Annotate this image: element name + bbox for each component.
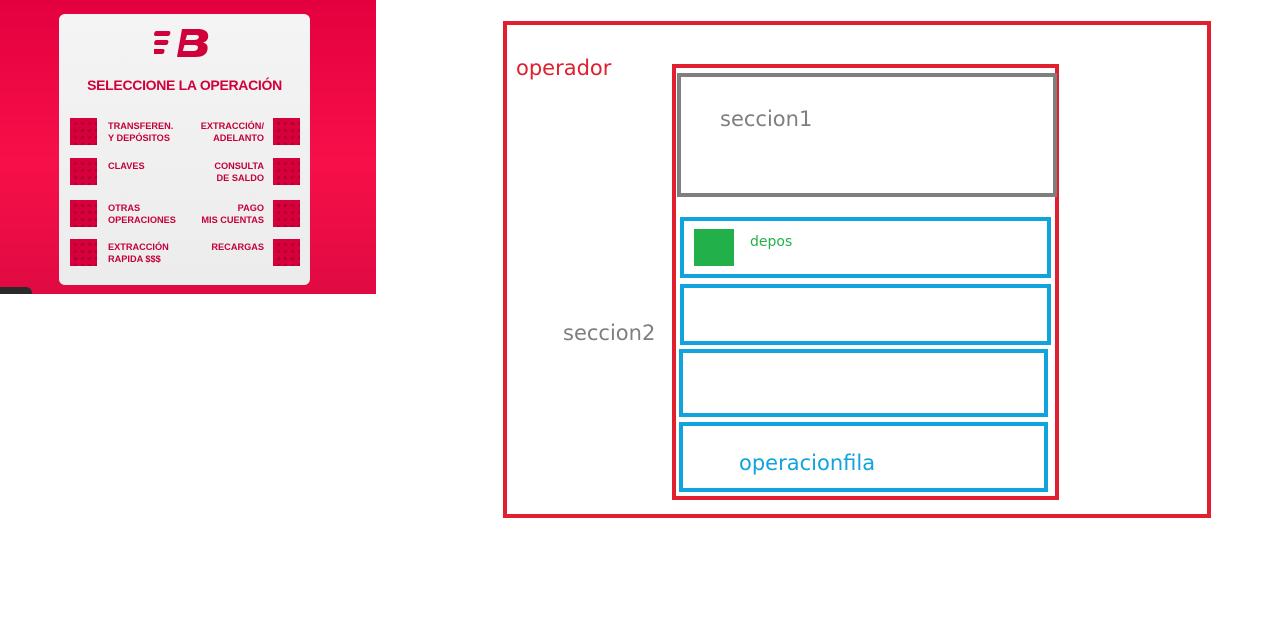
option-key-icon[interactable] bbox=[70, 158, 97, 185]
option-key-icon[interactable] bbox=[70, 118, 97, 145]
option-key-icon[interactable] bbox=[273, 239, 300, 266]
operacionfila-row bbox=[679, 349, 1048, 417]
depos-icon bbox=[694, 229, 734, 266]
operacionfila-row bbox=[679, 422, 1048, 492]
seccion2-container bbox=[672, 64, 1059, 500]
atm-title: SELECCIONE LA OPERACIÓN bbox=[87, 77, 282, 93]
atm-screenshot: SELECCIONE LA OPERACIÓN TRANSFEREN.Y DEP… bbox=[0, 0, 376, 294]
atm-option-extraccion-adelanto[interactable]: EXTRACCIÓN/ADELANTO bbox=[59, 118, 310, 146]
operacionfila-label: operacionfila bbox=[739, 451, 876, 475]
video-control-corner bbox=[0, 287, 32, 294]
atm-option-claves[interactable]: CLAVES bbox=[59, 158, 310, 186]
operador-label: operador bbox=[516, 56, 612, 80]
operador-container bbox=[503, 21, 1211, 518]
option-key-icon[interactable] bbox=[70, 200, 97, 227]
operacionfila-row bbox=[680, 284, 1051, 345]
option-key-icon[interactable] bbox=[273, 158, 300, 185]
option-key-icon[interactable] bbox=[273, 200, 300, 227]
operacionfila-row bbox=[680, 217, 1051, 278]
option-key-icon[interactable] bbox=[273, 118, 300, 145]
atm-option-recargas[interactable]: RECARGAS bbox=[59, 239, 310, 267]
atm-option-transferencias[interactable]: TRANSFEREN.Y DEPÓSITOS bbox=[59, 118, 310, 146]
atm-menu-panel: SELECCIONE LA OPERACIÓN TRANSFEREN.Y DEP… bbox=[59, 14, 310, 285]
depos-label: depos bbox=[750, 234, 793, 250]
seccion1-label: seccion1 bbox=[720, 107, 813, 131]
seccion2-label: seccion2 bbox=[563, 321, 656, 345]
seccion1-box bbox=[677, 73, 1057, 197]
option-key-icon[interactable] bbox=[70, 239, 97, 266]
bank-logo-icon bbox=[154, 29, 209, 57]
